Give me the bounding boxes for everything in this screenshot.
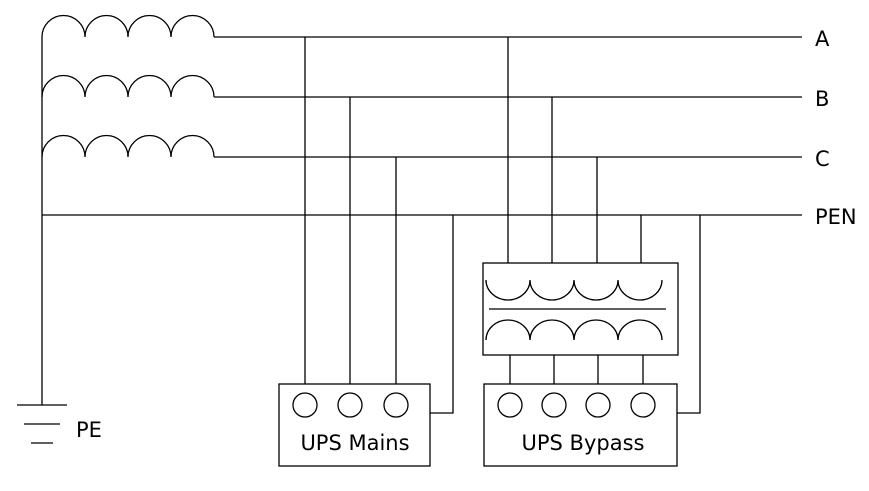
transformer-primary-winding [485,279,663,301]
bus-pen-label: PEN [815,205,857,229]
ups-mains-box: UPS Mains [278,383,431,467]
ups-bypass-box: UPS Bypass [483,383,678,467]
winding-phase-b [41,74,215,98]
ground-label: PE [76,418,102,442]
terminal-bypass-4 [630,392,656,418]
terminal-bypass-2 [541,392,567,418]
winding-phase-a [41,14,215,215]
winding-phase-c [41,134,215,158]
bus-a-label: A [815,27,830,51]
terminal-bypass-1 [497,392,523,418]
bus-b-label: B [815,87,829,111]
bus-lines [42,36,802,216]
terminal-mains-a [292,392,318,418]
terminal-mains-c [383,392,409,418]
ups-bypass-label: UPS Bypass [522,431,645,455]
transformer-secondary-winding [485,319,663,341]
ups-mains-feeders [304,37,454,414]
terminal-mains-b [337,392,363,418]
bus-c-label: C [815,147,830,171]
feeder-bypass-pen [677,215,701,414]
terminal-bypass-3 [585,392,611,418]
ground-symbol [17,215,67,444]
ups-mains-label: UPS Mains [300,431,409,455]
transformer-feeders [507,37,642,263]
transformer [482,262,679,356]
source-windings [41,14,215,215]
feeder-mains-pen [430,215,454,414]
